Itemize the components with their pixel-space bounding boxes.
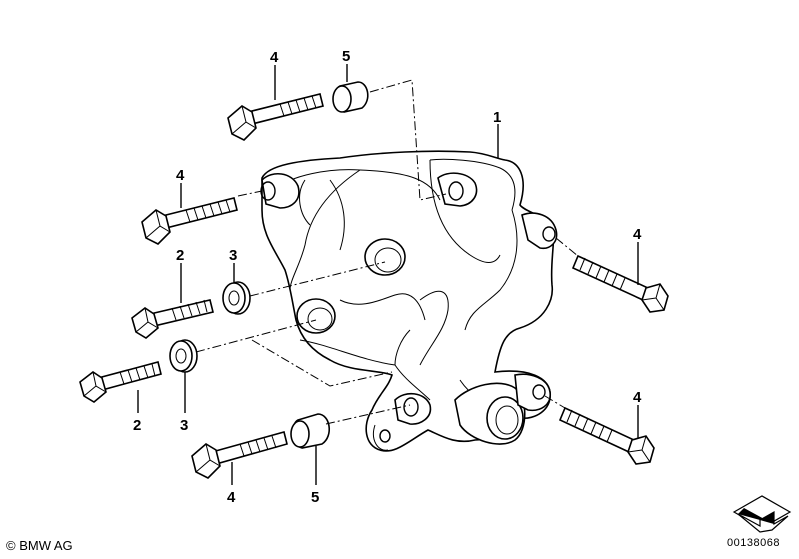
callout-sleeve-top: 5 — [342, 48, 350, 65]
screw-upper — [131, 299, 214, 339]
bolt-bottom — [191, 431, 288, 479]
sleeve-bottom — [290, 413, 330, 449]
callout-screw-lower: 2 — [133, 417, 141, 434]
callout-bolt-bottom: 4 — [227, 489, 236, 506]
callout-washer-upper: 3 — [229, 247, 237, 264]
copyright-text: © BMW AG — [6, 538, 73, 553]
leader-lines — [137, 64, 639, 485]
assembly-lines — [195, 79, 579, 425]
sleeve-top — [332, 81, 369, 113]
screw-lower — [79, 361, 162, 403]
bolt-right-upper — [571, 254, 669, 313]
bolt-top — [227, 93, 324, 141]
diagram-reference-number: 00138068 — [727, 537, 780, 549]
callout-sleeve-bottom: 5 — [311, 489, 319, 506]
callout-labels: 1 4 5 4 2 3 4 4 2 3 4 5 — [133, 48, 642, 506]
callout-part-1: 1 — [493, 109, 501, 126]
callout-washer-lower: 3 — [180, 417, 188, 434]
washer-lower — [169, 339, 198, 373]
callout-bolt-right-upper: 4 — [633, 226, 642, 243]
bolt-right-lower — [558, 406, 655, 465]
washer-upper — [222, 281, 251, 315]
direction-arrow-icon — [732, 495, 792, 533]
callout-screw-upper: 2 — [176, 247, 184, 264]
bolt-left — [141, 197, 238, 245]
callout-bolt-left: 4 — [176, 167, 185, 184]
callout-bolt-right-lower: 4 — [633, 389, 642, 406]
bracket-part-1 — [260, 150, 558, 452]
callout-bolt-top: 4 — [270, 49, 279, 66]
